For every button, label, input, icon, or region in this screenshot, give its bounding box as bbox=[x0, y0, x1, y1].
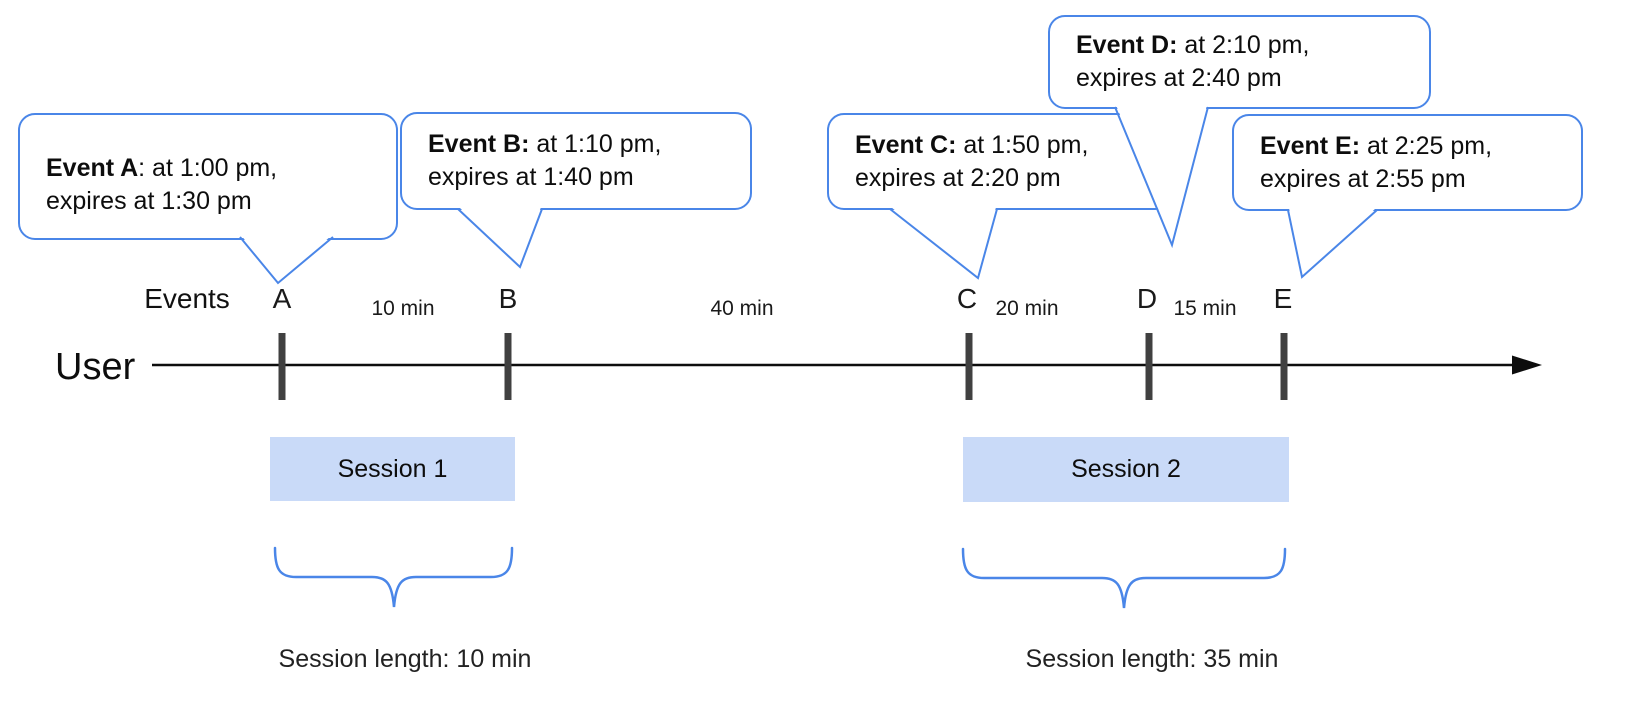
event-a-callout: Event A: at 1:00 pm, expires at 1:30 pm bbox=[18, 113, 398, 240]
interval-c-d-label: 20 min bbox=[995, 297, 1059, 320]
event-c-callout-text: Event C: at 1:50 pm, expires at 2:20 pm bbox=[855, 129, 1088, 195]
event-b-tick-label: B bbox=[498, 283, 518, 314]
event-a-time: : at 1:00 pm, bbox=[138, 154, 278, 182]
event-c-tick-label: C bbox=[956, 283, 978, 314]
interval-b-c-label: 40 min bbox=[710, 297, 774, 320]
event-e-callout-text: Event E: at 2:25 pm, expires at 2:55 pm bbox=[1260, 130, 1492, 196]
event-e-callout-tail bbox=[1287, 208, 1378, 279]
event-d-name: Event D: bbox=[1076, 31, 1178, 59]
user-axis-label: User bbox=[55, 346, 136, 388]
session-2-length-label: Session length: 35 min bbox=[1025, 645, 1279, 673]
session-1-bar: Session 1 bbox=[270, 437, 515, 501]
event-e-time: at 2:25 pm, bbox=[1360, 131, 1493, 160]
event-d-callout: Event D: at 2:10 pm, expires at 2:40 pm bbox=[1048, 15, 1431, 109]
interval-a-b-label: 10 min bbox=[371, 297, 435, 320]
event-tick-marks bbox=[278, 333, 1288, 400]
event-a-tick-label: A bbox=[272, 283, 292, 314]
session-1-label: Session 1 bbox=[337, 454, 448, 483]
events-axis-label: Events bbox=[144, 283, 230, 314]
event-d-tick-label: D bbox=[1136, 283, 1158, 314]
event-e-name: Event E: bbox=[1260, 131, 1361, 160]
event-d-expiry: expires at 2:40 pm bbox=[1076, 64, 1282, 92]
event-e-expiry: expires at 2:55 pm bbox=[1260, 164, 1466, 193]
event-b-tick bbox=[504, 333, 512, 400]
session-2-brace bbox=[961, 547, 1287, 609]
event-c-callout: Event C: at 1:50 pm, expires at 2:20 pm bbox=[827, 113, 1172, 210]
session-1-length-label: Session length: 10 min bbox=[278, 645, 532, 673]
session-2-label: Session 2 bbox=[1071, 455, 1181, 483]
event-c-callout-tail bbox=[889, 207, 998, 280]
event-b-callout-text: Event B: at 1:10 pm, expires at 1:40 pm bbox=[428, 128, 661, 194]
event-d-time: at 2:10 pm, bbox=[1177, 31, 1310, 59]
event-a-name: Event A bbox=[46, 154, 139, 182]
event-b-expiry: expires at 1:40 pm bbox=[428, 163, 634, 191]
event-a-tick bbox=[278, 333, 286, 400]
event-c-time: at 1:50 pm, bbox=[956, 130, 1089, 159]
event-b-name: Event B: bbox=[428, 130, 530, 158]
arrowhead-icon bbox=[1512, 355, 1542, 375]
event-c-expiry: expires at 2:20 pm bbox=[855, 163, 1061, 192]
timeline-axis bbox=[152, 355, 1542, 375]
event-e-tick-label: E bbox=[1273, 283, 1293, 314]
event-e-tick bbox=[1280, 333, 1288, 400]
event-a-callout-text: Event A: at 1:00 pm, expires at 1:30 pm bbox=[46, 152, 277, 218]
session-2-bar: Session 2 bbox=[963, 437, 1289, 502]
event-b-time: at 1:10 pm, bbox=[529, 130, 662, 158]
event-c-name: Event C: bbox=[855, 130, 957, 159]
event-c-tick bbox=[965, 333, 973, 400]
interval-d-e-label: 15 min bbox=[1173, 297, 1237, 320]
event-d-tick bbox=[1145, 333, 1153, 400]
event-a-expiry: expires at 1:30 pm bbox=[46, 187, 252, 215]
session-1-brace bbox=[273, 546, 514, 608]
event-b-callout: Event B: at 1:10 pm, expires at 1:40 pm bbox=[400, 112, 752, 210]
event-a-callout-tail bbox=[239, 235, 334, 285]
event-e-callout: Event E: at 2:25 pm, expires at 2:55 pm bbox=[1232, 114, 1583, 211]
event-d-callout-text: Event D: at 2:10 pm, expires at 2:40 pm bbox=[1076, 29, 1309, 95]
event-b-callout-tail bbox=[457, 207, 543, 269]
